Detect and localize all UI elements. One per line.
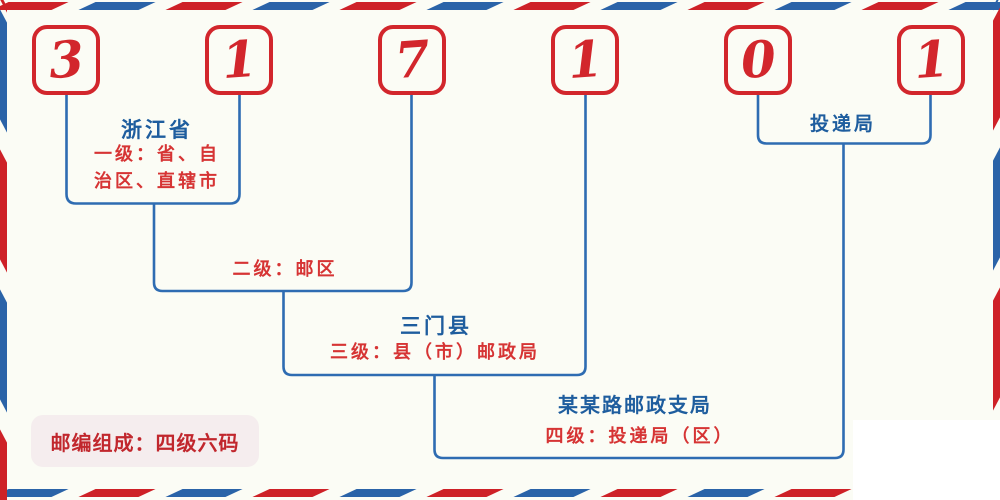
postal-digit-box-1: 3: [32, 25, 100, 95]
postal-digit-box-2: 1: [205, 25, 273, 95]
level4-desc: 四级：投递局（区）: [545, 426, 735, 446]
level1-province-name: 浙江省: [121, 117, 193, 142]
postal-digit-box-4: 1: [551, 25, 619, 95]
bracket-level4: [433, 143, 845, 460]
level1-desc: 一级：省、自 治区、直辖市: [94, 141, 220, 195]
level3-county-name: 三门县: [400, 313, 472, 338]
level4-branch-name: 某某路邮政支局: [558, 393, 712, 417]
level3-desc: 三级：县（市）邮政局: [330, 342, 540, 362]
bracket-delivery: [756, 95, 932, 145]
postal-digit-box-3: 7: [378, 25, 446, 95]
postal-code-composition-badge: 邮编组成：四级六码: [31, 415, 259, 467]
level1-desc-line1: 一级：省、自: [94, 144, 220, 164]
delivery-office-label: 投递局: [809, 113, 877, 135]
postal-digit-box-5: 0: [724, 25, 792, 95]
postal-digit-box-6: 1: [897, 25, 965, 95]
postal-code-composition-text: 邮编组成：四级六码: [50, 430, 240, 455]
level1-desc-line2: 治区、直辖市: [94, 171, 220, 191]
level2-desc: 二级：邮区: [232, 259, 338, 279]
white-cover-patch: [853, 420, 1000, 500]
